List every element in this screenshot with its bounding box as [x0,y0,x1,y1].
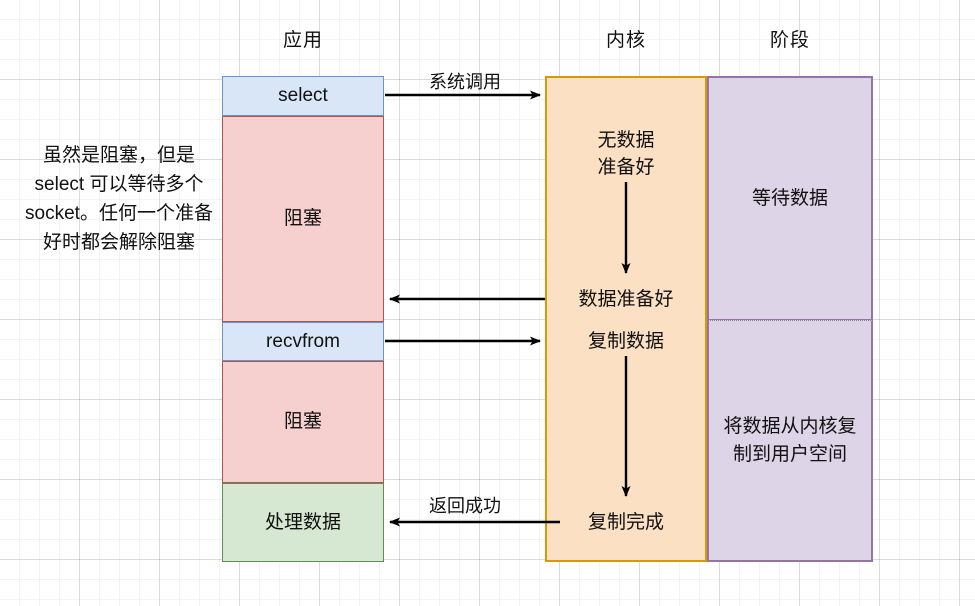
arrow-label-return-success: 返回成功 [429,496,501,516]
kernel-step-copy-data: 复制数据 [587,331,664,352]
select-note: 虽然是阻塞，但是 select 可以等待多个 socket。任何一个准备好时都会… [25,145,213,253]
stage-phase-wait-data[interactable]: 等待数据 [707,76,873,321]
app-block-recvfrom-label: recvfrom [266,330,340,352]
column-header-kernel: 内核 [605,30,646,51]
app-block-recvfrom[interactable]: recvfrom [222,322,384,361]
stage-phase-copy-kernel-to-user-label: 将数据从内核复制到用户空间 [723,415,857,465]
kernel-step-no-data-ready-line2: 准备好 [597,156,655,178]
column-header-stage: 阶段 [769,30,810,51]
app-block-select[interactable]: select [222,76,384,116]
app-block-process-data-label: 处理数据 [264,511,341,533]
app-block-select-label: select [278,85,328,107]
app-block-blocking-2[interactable]: 阻塞 [222,361,384,483]
app-block-blocking-1-label: 阻塞 [283,208,322,230]
kernel-step-data-ready: 数据准备好 [578,289,674,310]
kernel-step-copy-done: 复制完成 [587,512,664,533]
kernel-step-no-data-ready: 无数据 准备好 [545,128,707,181]
kernel-step-no-data-ready-line1: 无数据 [597,130,655,151]
app-block-blocking-2-label: 阻塞 [283,411,322,433]
stage-phase-copy-kernel-to-user[interactable]: 将数据从内核复制到用户空间 [707,320,873,562]
app-block-process-data[interactable]: 处理数据 [222,483,384,562]
arrow-label-syscall: 系统调用 [429,72,501,92]
column-header-app: 应用 [282,30,323,51]
stage-phase-wait-data-label: 等待数据 [751,187,828,209]
app-block-blocking-1[interactable]: 阻塞 [222,116,384,322]
